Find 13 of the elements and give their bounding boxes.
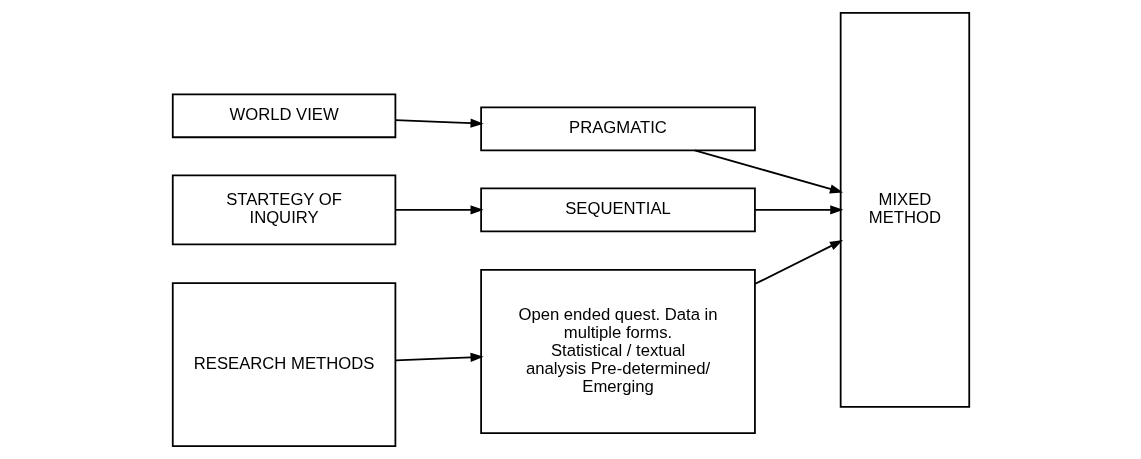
node-box: SEQUENTIAL [479,187,756,233]
node-box: WORLD VIEW [171,93,396,139]
node-box: RESEARCH METHODS [171,282,396,448]
node-box: STARTEGY OF INQUIRY [171,174,396,246]
arrow [394,352,484,362]
arrow [394,205,484,215]
arrow [394,118,484,128]
node-box: Open ended quest. Data in multiple forms. Statistical / textual analysis Pre-determined/ Emerging [479,269,756,434]
node-box: PRAGMATIC [479,106,756,152]
arrow [693,149,843,194]
node-box: MIXED METHOD [839,11,970,408]
arrow [753,240,843,285]
arrow [753,205,843,215]
